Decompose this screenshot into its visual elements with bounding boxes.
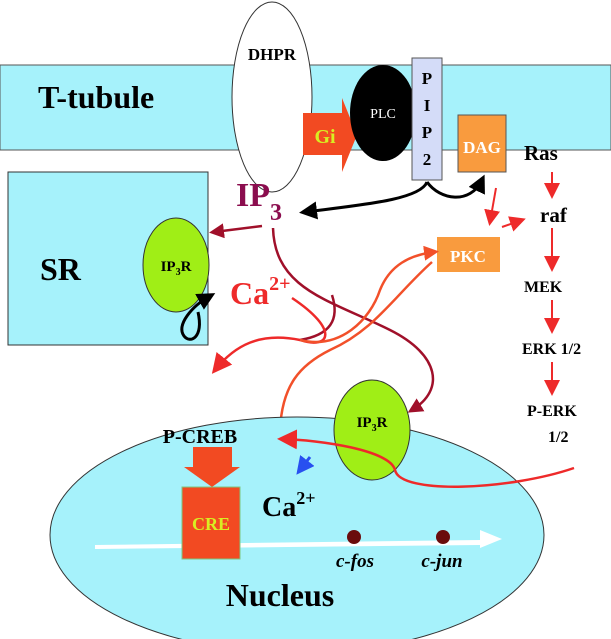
t-tubule-label: T-tubule bbox=[38, 79, 154, 115]
mek-label: MEK bbox=[524, 279, 563, 296]
pcreb-cre-block-arrow bbox=[184, 447, 240, 487]
pip2-letter: 2 bbox=[423, 150, 432, 169]
sr-ip3r-receptor bbox=[142, 217, 210, 313]
ip3-nucleus-arrow bbox=[271, 227, 435, 413]
sr-ip3r-label: IP3R bbox=[161, 259, 192, 278]
ca-pkc-arrow bbox=[299, 245, 439, 344]
nucleus bbox=[49, 416, 545, 639]
pkc-label: PKC bbox=[450, 247, 486, 266]
pip2-letter: I bbox=[424, 96, 431, 115]
perk-label-line1: P-ERK bbox=[527, 403, 577, 420]
pip2-ip3-arrow bbox=[299, 181, 429, 220]
nucleus-label: Nucleus bbox=[226, 577, 334, 613]
dag-label: DAG bbox=[463, 138, 501, 157]
cre-box bbox=[181, 486, 241, 560]
dag-box bbox=[457, 114, 507, 173]
perk-label-line2: 1/2 bbox=[548, 429, 568, 446]
dhpr-label: DHPR bbox=[248, 45, 297, 64]
ip3-label: IP3 bbox=[236, 177, 282, 226]
pip2-dag-arrow bbox=[425, 174, 485, 199]
nuclear-ip3r-receptor bbox=[333, 379, 411, 481]
pcreb-label: P-CREB bbox=[163, 426, 237, 448]
ca-release-blue-arrow bbox=[296, 455, 315, 475]
plc-label: PLC bbox=[370, 107, 396, 122]
cfos-label: c-fos bbox=[336, 551, 374, 572]
erk-label: ERK 1/2 bbox=[522, 341, 581, 358]
dhpr-channel bbox=[231, 1, 313, 193]
ca-label-nucleus: Ca2+ bbox=[262, 488, 316, 523]
pip2-letter: P bbox=[422, 123, 432, 142]
cjun-label: c-jun bbox=[421, 551, 462, 572]
plc-enzyme bbox=[350, 65, 416, 161]
pkc-pcreb-arrow bbox=[272, 261, 433, 435]
cjun-gene-dot bbox=[436, 530, 450, 544]
perk-pcreb-arrow bbox=[277, 429, 575, 488]
ip3-sr-arrow bbox=[209, 223, 263, 239]
pkc-raf-arrow bbox=[501, 216, 526, 232]
gi-block-arrow bbox=[303, 98, 357, 172]
ras-label: Ras bbox=[524, 141, 558, 165]
cfos-gene-dot bbox=[347, 530, 361, 544]
gi-label: Gi bbox=[314, 126, 336, 148]
ca-release-loop-arrow bbox=[180, 293, 216, 341]
pip2-letter: P bbox=[422, 69, 432, 88]
sr-label: SR bbox=[40, 251, 82, 287]
ip3-branch bbox=[299, 294, 336, 342]
raf-label: raf bbox=[540, 203, 568, 227]
nuclear-ip3r-label: IP3R bbox=[357, 415, 388, 434]
pkc-box bbox=[437, 237, 500, 272]
pip2-box bbox=[411, 57, 443, 181]
dag-pkc-arrow bbox=[484, 187, 500, 226]
cre-label: CRE bbox=[192, 514, 230, 534]
ca-label-cytosol: Ca2+ bbox=[230, 273, 291, 311]
mapk-arrows bbox=[484, 172, 560, 396]
